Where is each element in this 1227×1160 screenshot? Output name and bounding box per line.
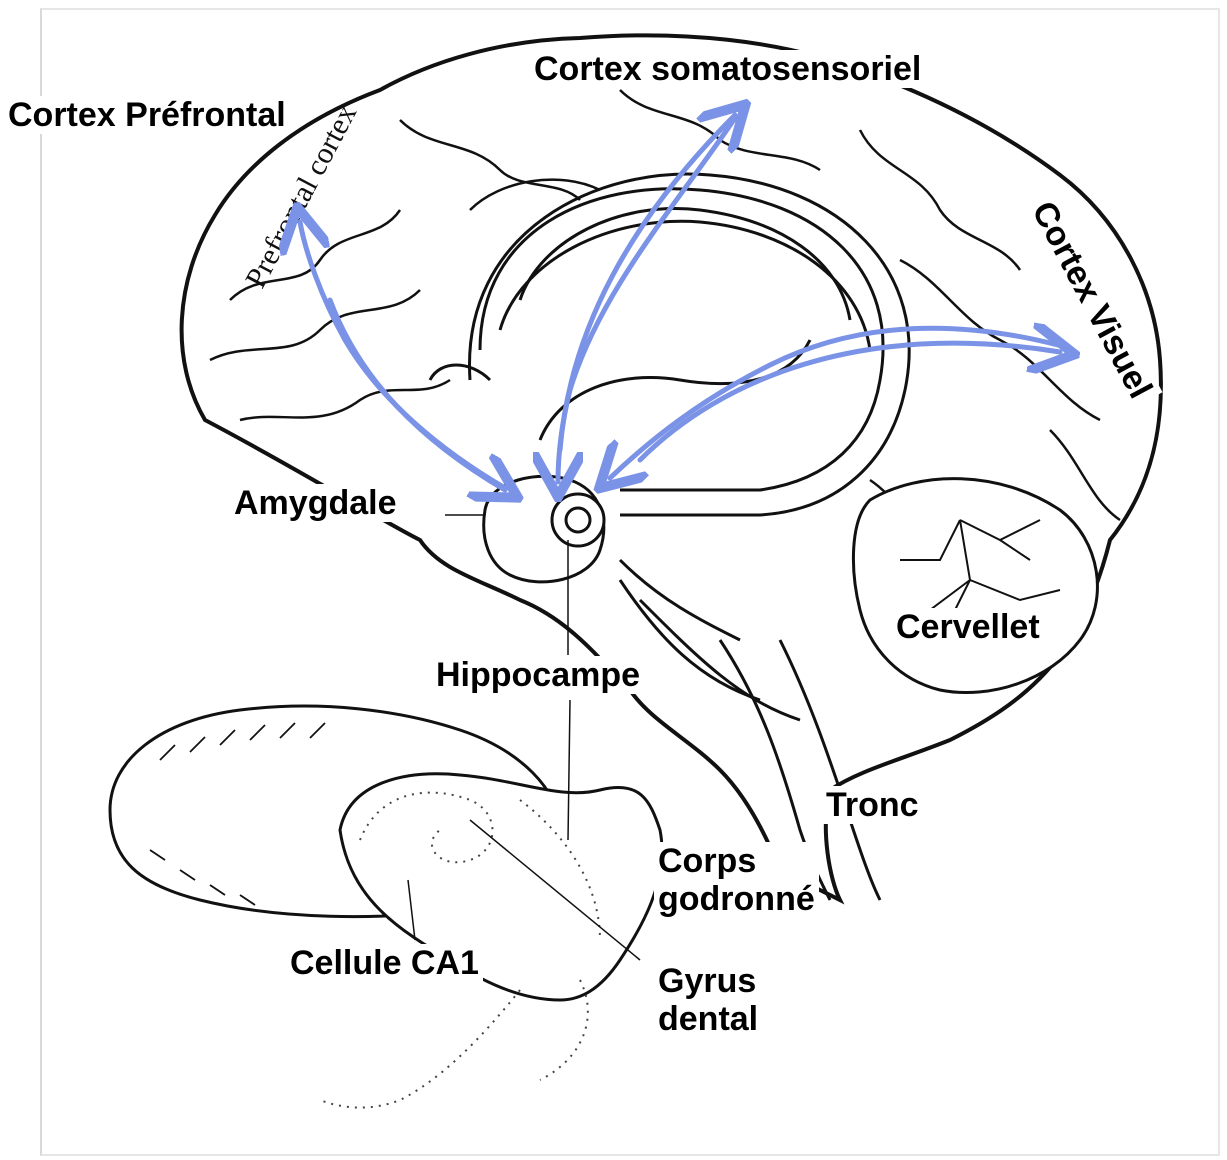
cerebellum-shape (853, 479, 1097, 693)
label-amygdale: Amygdale (230, 484, 401, 522)
amygdala-shape (484, 476, 604, 582)
label-hippocampe: Hippocampe (432, 656, 644, 694)
label-gyrus-dental: Gyrus dental (654, 962, 762, 1038)
label-cortex-somatosensoriel: Cortex somatosensoriel (530, 50, 925, 88)
label-cortex-prefrontal: Cortex Préfrontal (4, 96, 290, 134)
label-tronc: Tronc (822, 786, 949, 824)
label-corps-godronne: Corps godronné (654, 842, 819, 918)
label-cervellet: Cervellet (892, 608, 1044, 646)
label-cellule-ca1: Cellule CA1 (286, 944, 483, 982)
